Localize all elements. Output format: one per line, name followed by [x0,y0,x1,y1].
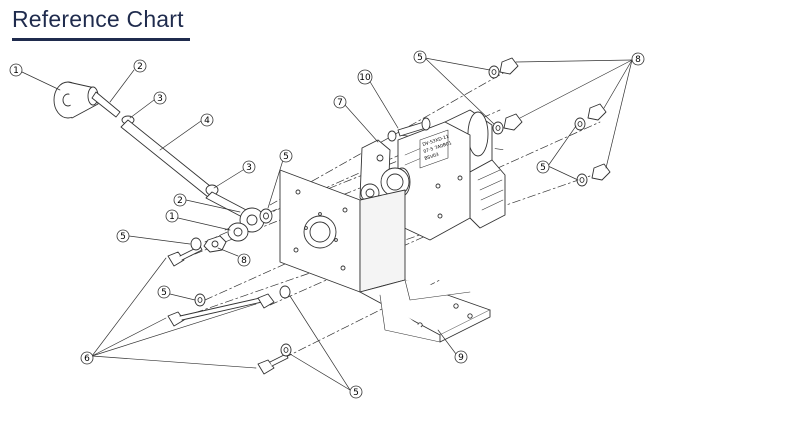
callout-part-6: 6 [80,351,94,365]
callout-part-5: 5 [349,385,363,399]
callout-part-3: 3 [153,91,167,105]
bolt-bottom [257,343,292,375]
svg-text:2: 2 [137,62,143,72]
rod-end-upper [53,81,99,119]
washer-left-2 [194,293,206,307]
callout-part-5: 5 [157,285,171,299]
mounting-bracket [279,169,491,343]
callout-part-7: 7 [333,95,347,109]
callout-part-5: 5 [413,50,427,64]
svg-text:9: 9 [458,353,464,363]
page-heading: Reference Chart [12,6,190,41]
callout-part-3: 3 [242,160,256,174]
svg-text:7: 7 [337,98,343,108]
nut-right-2 [591,163,611,181]
nut-right-1 [587,103,607,121]
svg-text:5: 5 [120,232,126,242]
nut-top [499,57,519,75]
svg-text:3: 3 [246,163,252,173]
washer-right-2 [576,173,588,187]
callout-part-5: 5 [536,160,550,174]
svg-text:5: 5 [161,288,167,298]
svg-text:1: 1 [13,66,19,76]
callout-part-1: 1 [9,63,23,77]
callout-part-8: 8 [237,253,251,267]
shoulder-bolt [387,117,431,142]
leader-lines [21,57,633,391]
svg-text:5: 5 [353,388,359,398]
washer-rod-end [259,208,273,224]
svg-text:5: 5 [417,53,423,63]
callout-part-5: 5 [279,149,293,163]
svg-text:8: 8 [241,256,247,266]
svg-text:1: 1 [169,212,175,222]
bolt-mid [257,285,291,309]
svg-text:5: 5 [283,152,289,162]
threaded-stud-upper [91,91,121,118]
motor-nameplate: DV-53XD-11 07-5 7A0B01 BSV03 [419,129,453,169]
svg-text:3: 3 [157,94,163,104]
callout-part-9: 9 [454,350,468,364]
page-title: Reference Chart [12,6,184,32]
nut-rod-end [203,235,227,253]
callout-part-5: 5 [116,229,130,243]
washer-right-1 [574,117,586,131]
washer-mid [492,121,504,135]
nut-mid [503,113,523,131]
callout-part-10: 10 [357,69,373,85]
bolt-left-2 [167,297,263,327]
washer-top [488,65,500,79]
svg-text:10: 10 [359,73,371,83]
callout-part-4: 4 [200,113,214,127]
svg-text:2: 2 [177,196,183,206]
svg-text:4: 4 [204,116,210,126]
callout-part-1: 1 [165,209,179,223]
rod-end-lower [205,191,265,242]
push-rod [120,119,216,198]
bolt-left-1 [167,237,203,267]
callout-part-8: 8 [631,52,645,66]
nameplate-line-3: BSV03 [424,152,440,162]
svg-text:8: 8 [635,55,641,65]
callout-part-2: 2 [173,193,187,207]
callout-part-2: 2 [133,59,147,73]
svg-text:5: 5 [540,163,546,173]
title-underline [12,38,190,41]
svg-text:6: 6 [84,354,90,364]
